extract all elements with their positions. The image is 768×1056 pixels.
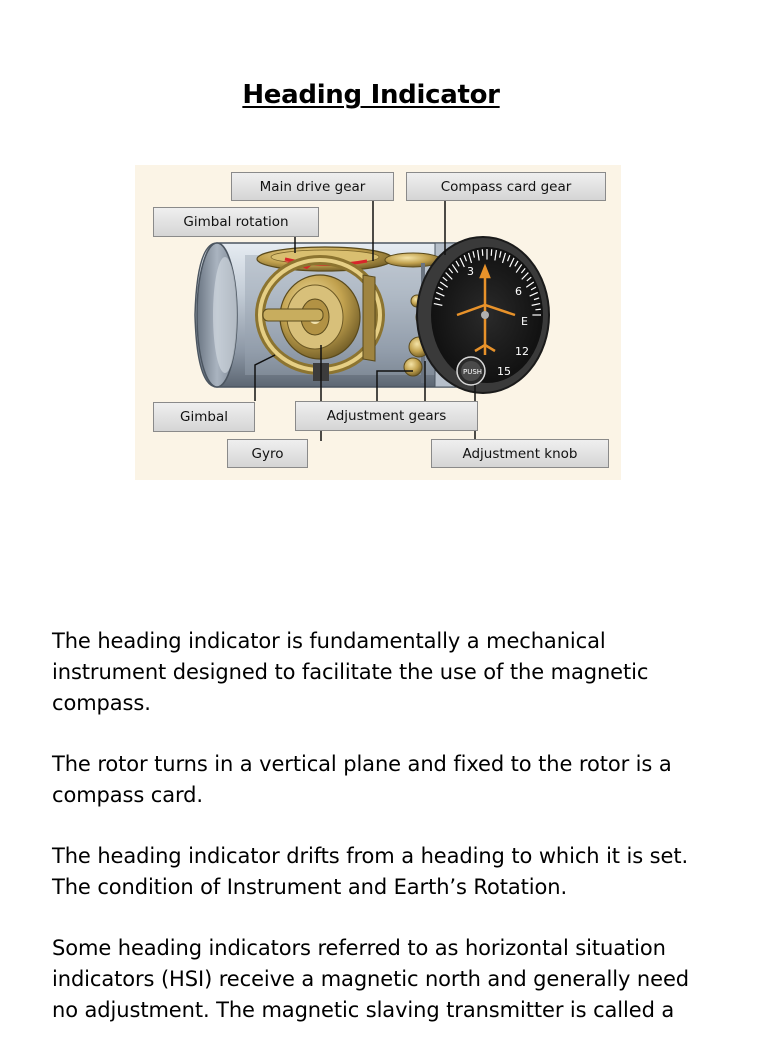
body-text: The heading indicator is fundamentally a… xyxy=(52,626,712,1056)
dial-tick xyxy=(535,309,540,310)
callout-adjustment-gears: Adjustment gears xyxy=(295,401,478,431)
paragraph-1: The heading indicator is fundamentally a… xyxy=(52,626,712,719)
paragraph-3: The heading indicator drifts from a head… xyxy=(52,841,712,903)
page-title: Heading Indicator xyxy=(0,80,742,110)
dial-number-6: 6 xyxy=(515,285,522,298)
knob-push-label: PUSH xyxy=(463,368,482,376)
callout-gimbal-rotation: Gimbal rotation xyxy=(153,207,319,237)
callout-gyro: Gyro xyxy=(227,439,308,468)
dial-number-12: 12 xyxy=(515,345,529,358)
callout-gimbal: Gimbal xyxy=(153,402,255,432)
paragraph-2: The rotor turns in a vertical plane and … xyxy=(52,749,712,811)
dial-letter-e: E xyxy=(521,315,528,328)
heading-indicator-diagram: 3 6 E 12 15 PUSH xyxy=(135,165,621,480)
callout-compass-card-gear: Compass card gear xyxy=(406,172,606,201)
adjustment-knob-shape: PUSH xyxy=(457,357,485,385)
callout-main-drive-gear: Main drive gear xyxy=(231,172,394,201)
paragraph-4: Some heading indicators referred to as h… xyxy=(52,933,712,1026)
dial-number-3: 3 xyxy=(467,265,474,278)
dial-number-15: 15 xyxy=(497,365,511,378)
callout-adjustment-knob: Adjustment knob xyxy=(431,439,609,468)
